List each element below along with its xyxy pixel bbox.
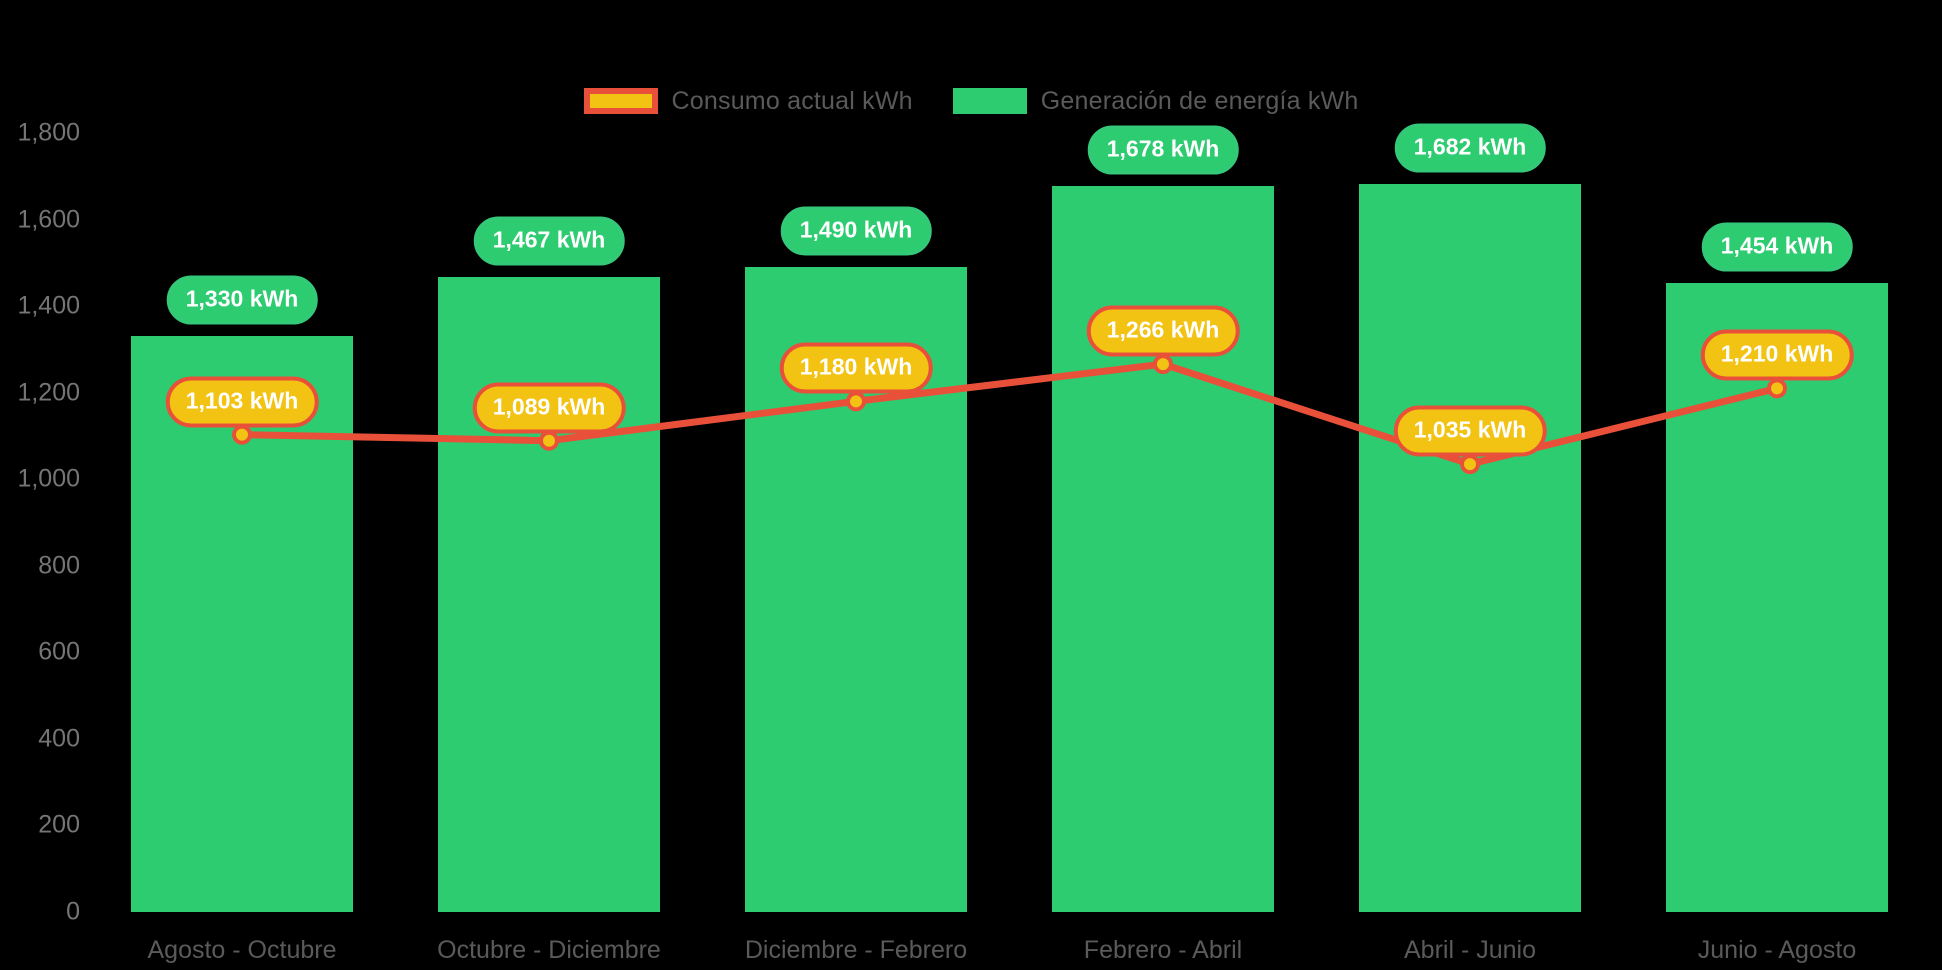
line-value-label: 1,103 kWh (165, 376, 319, 428)
bar-value-label: 1,490 kWh (780, 206, 932, 256)
bar-value-label: 1,454 kWh (1701, 222, 1853, 272)
legend-item-consumo[interactable]: Consumo actual kWh (583, 86, 913, 116)
line-value-label: 1,210 kWh (1700, 329, 1854, 381)
bar-value-label: 1,682 kWh (1394, 123, 1546, 173)
legend-label: Consumo actual kWh (671, 86, 913, 115)
line-value-label: 1,035 kWh (1393, 405, 1547, 457)
bar-value-label: 1,678 kWh (1087, 125, 1239, 175)
x-axis-tick-label: Febrero - Abril (1083, 936, 1243, 964)
y-axis-tick-label: 1,400 (17, 291, 80, 320)
line-value-label: 1,089 kWh (472, 382, 626, 434)
bar[interactable] (438, 277, 660, 912)
y-axis-tick-label: 1,800 (17, 118, 80, 147)
bar-value-label: 1,330 kWh (166, 275, 318, 325)
line-value-label: 1,180 kWh (779, 342, 933, 394)
legend-swatch-generacion-icon (952, 88, 1027, 114)
bar[interactable] (1359, 184, 1581, 912)
y-axis-tick-label: 1,600 (17, 205, 80, 234)
bar[interactable] (1052, 185, 1274, 912)
y-axis-tick-label: 200 (38, 810, 80, 839)
line-value-label: 1,266 kWh (1086, 305, 1240, 357)
x-axis-tick-label: Agosto - Octubre (147, 936, 337, 964)
y-axis-tick-label: 1,000 (17, 464, 80, 493)
chart-legend: Consumo actual kWh Generación de energía … (0, 84, 1942, 118)
x-axis-tick-label: Junio - Agosto (1697, 936, 1857, 964)
bar-value-label: 1,467 kWh (473, 216, 625, 266)
y-axis-tick-label: 400 (38, 724, 80, 753)
legend-swatch-consumo-icon (583, 88, 658, 114)
y-axis-tick-label: 600 (38, 637, 80, 666)
y-axis-tick-label: 1,200 (17, 378, 80, 407)
legend-label: Generación de energía kWh (1040, 86, 1359, 115)
y-axis-tick-label: 800 (38, 551, 80, 580)
legend-item-generacion[interactable]: Generación de energía kWh (952, 86, 1359, 116)
x-axis-tick-label: Diciembre - Febrero (744, 936, 968, 964)
x-axis-tick-label: Octubre - Diciembre (437, 936, 661, 964)
y-axis-tick-label: 0 (66, 897, 80, 926)
x-axis-tick-label: Abril - Junio (1404, 936, 1536, 964)
